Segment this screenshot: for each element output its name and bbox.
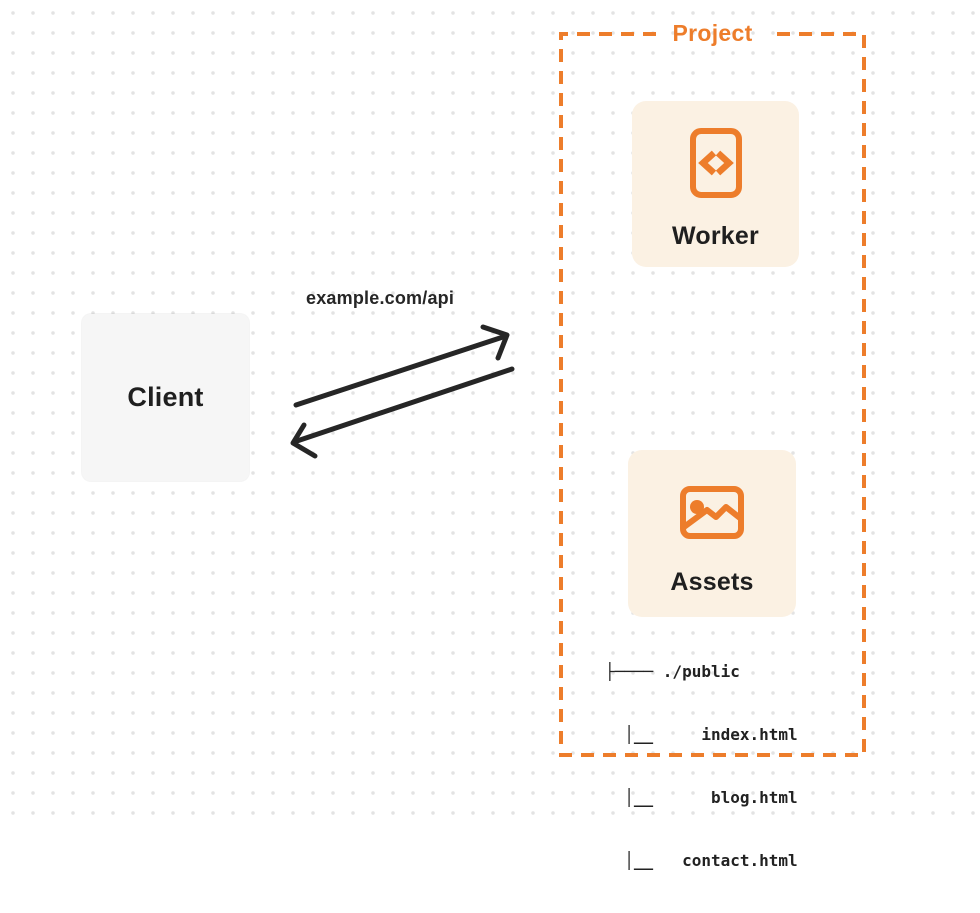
client-label: Client <box>127 382 204 412</box>
assets-node: Assets <box>628 450 796 617</box>
code-file-icon <box>689 128 742 198</box>
request-arrow <box>293 324 510 408</box>
client-node: Client <box>82 314 249 481</box>
file-tree: ├──── ./public │__ index.html │__ blog.h… <box>605 619 798 913</box>
file-tree-line-root: ├──── ./public <box>605 662 740 681</box>
diagram-canvas: Client example.com/api Project Worker <box>0 0 980 870</box>
assets-label: Assets <box>670 568 754 596</box>
image-icon <box>680 486 744 539</box>
file-tree-line-contact: │__ contact.html <box>605 851 798 870</box>
file-tree-line-index: │__ index.html <box>605 725 798 744</box>
worker-node: Worker <box>632 101 799 267</box>
worker-label: Worker <box>672 222 759 250</box>
response-arrow <box>290 366 515 459</box>
project-title: Project <box>672 20 753 46</box>
request-url-label: example.com/api <box>306 288 455 308</box>
file-tree-line-blog: │__ blog.html <box>605 788 798 807</box>
